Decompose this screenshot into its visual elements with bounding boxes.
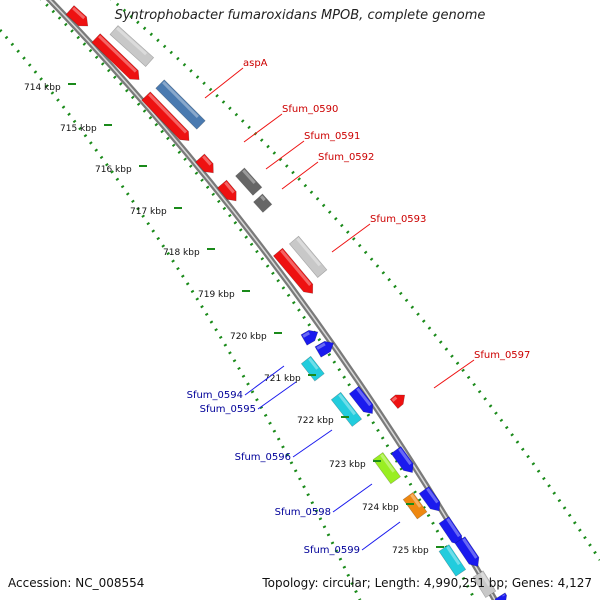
genome-summary-text: Topology: circular; Length: 4,990,251 bp… (262, 576, 592, 590)
tick-label: 720 kbp (230, 332, 267, 342)
gene-feature (330, 391, 363, 427)
tick-label: 722 kbp (297, 416, 334, 426)
gene-label: Sfum_0594 (187, 390, 243, 401)
tick-label: 719 kbp (198, 290, 235, 300)
scale-ticks: 714 kbp 715 kbp 716 kbp 717 kbp 718 kbp 719 k… (24, 83, 444, 556)
gene-label: Sfum_0597 (474, 350, 530, 361)
gene-label: Sfum_0595 (200, 404, 256, 415)
gene-label: Sfum_0593 (370, 214, 426, 225)
map-title: Syntrophobacter fumaroxidans MPOB, compl… (114, 8, 486, 23)
gene-feature (141, 91, 190, 141)
genome-backbone-highlight (48, 0, 496, 600)
gene-label: Sfum_0596 (235, 452, 291, 463)
gene-feature (418, 486, 441, 512)
label-leader (433, 359, 475, 389)
label-leader (332, 483, 373, 513)
gene-feature (195, 153, 214, 174)
gene-feature (155, 79, 206, 130)
gene-feature (454, 536, 480, 567)
gene-feature (300, 329, 319, 346)
label-leader (204, 67, 244, 99)
label-leader (281, 161, 319, 190)
gene-label: Sfum_0599 (304, 545, 360, 556)
gene-feature (314, 340, 334, 358)
gene-feature (65, 5, 89, 27)
tick-label: 715 kbp (60, 124, 97, 134)
tick-label: 717 kbp (130, 207, 167, 217)
gene-feature (272, 247, 314, 294)
tick-label: 714 kbp (24, 83, 61, 93)
label-leader (331, 223, 371, 253)
label-leader (361, 521, 401, 551)
label-leader (265, 140, 305, 170)
gene-feature (494, 592, 507, 600)
label-leader (257, 381, 297, 410)
tick-label: 718 kbp (163, 248, 200, 258)
gene-label: Sfum_0591 (304, 131, 360, 142)
tick-label: 716 kbp (95, 165, 132, 175)
tick-label: 724 kbp (362, 503, 399, 513)
genome-backbone (45, 0, 498, 600)
label-leader (244, 365, 285, 396)
gene-label: aspA (243, 58, 268, 69)
gene-feature (300, 355, 325, 382)
tick-label: 723 kbp (329, 460, 366, 470)
gene-label: Sfum_0592 (318, 152, 374, 163)
gene-feature (438, 544, 467, 577)
gene-feature (216, 179, 237, 202)
tick-label: 725 kbp (392, 546, 429, 556)
gene-feature (109, 25, 155, 68)
gene-feature (389, 394, 406, 410)
accession-text: Accession: NC_008554 (8, 576, 145, 590)
guide-g-inner (39, 0, 477, 600)
gene-feature (390, 446, 414, 474)
gene-label: Sfum_0598 (275, 507, 331, 518)
gene-feature (253, 193, 273, 213)
gene-feature (235, 167, 263, 196)
tick-label: 721 kbp (264, 374, 301, 384)
gene-feature (288, 235, 328, 278)
label-leader (292, 429, 333, 458)
label-leader (243, 113, 283, 143)
guide-g-right (110, 0, 600, 561)
gene-labels: aspA Sfum_0590Sfum_0591Sfum_0592Sfum_0593… (187, 58, 531, 556)
gene-label: Sfum_0590 (282, 104, 338, 115)
gene-feature (348, 385, 374, 415)
gene-features (65, 5, 507, 600)
gene-feature (402, 492, 428, 520)
gene-feature (472, 570, 497, 598)
gene-feature (91, 33, 140, 80)
